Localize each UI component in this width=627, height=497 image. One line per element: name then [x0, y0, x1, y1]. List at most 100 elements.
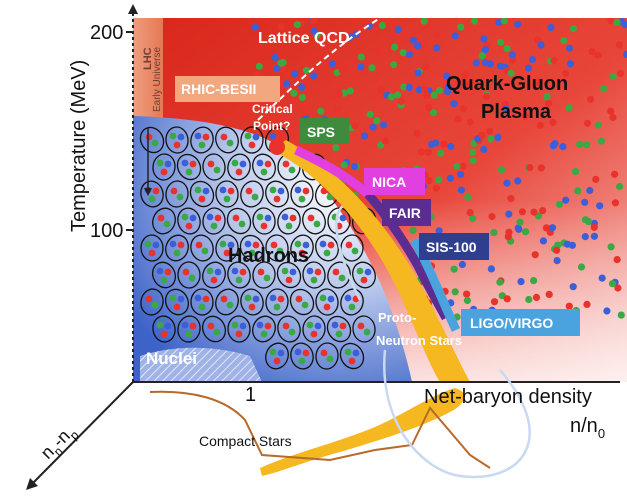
hadron — [152, 315, 176, 343]
hadron — [177, 261, 201, 289]
hadron — [290, 234, 314, 262]
quark-dot — [373, 117, 381, 125]
quark-dot — [590, 232, 599, 240]
quark-dot — [459, 105, 467, 113]
quark-dot — [548, 224, 557, 232]
hadrons-label: Hadrons — [228, 245, 309, 267]
qgp-label-1: Quark-Gluon — [446, 73, 568, 95]
quark-dot — [553, 246, 561, 254]
quark-dot — [539, 237, 548, 245]
quark-dot — [586, 186, 594, 195]
quark-dot — [597, 137, 606, 145]
hadron — [352, 261, 376, 289]
quark-dot — [537, 41, 545, 49]
quark-dot — [524, 64, 533, 72]
quark-dot — [409, 36, 417, 44]
hadron — [151, 261, 177, 289]
quark-dot — [357, 63, 365, 71]
quark-dot — [534, 36, 542, 44]
quark-dot — [496, 62, 504, 70]
quark-dot — [469, 214, 477, 222]
quark-dot — [581, 233, 589, 241]
quark-dot — [478, 52, 486, 60]
quark-dot — [435, 227, 443, 235]
quark-dot — [414, 42, 422, 50]
quark-dot — [463, 290, 471, 298]
quark-dot — [614, 284, 622, 292]
z-axis-label: nn-np — [37, 421, 82, 466]
hadron — [352, 315, 376, 343]
ligo-box: LIGO/VIRGO — [461, 309, 580, 336]
quark-dot — [563, 240, 572, 248]
quark-dot — [526, 164, 534, 172]
quark-dot — [503, 295, 511, 303]
quark-dot — [420, 18, 428, 25]
x-axis-unit: n/n0 — [570, 415, 605, 441]
quark-dot — [466, 208, 474, 217]
ligo-outline — [382, 349, 531, 479]
quark-dot — [581, 198, 589, 206]
hadron — [326, 315, 352, 343]
quark-dot — [616, 69, 625, 77]
quark-dot — [328, 60, 336, 68]
quark-dot — [414, 69, 422, 77]
quark-dot — [400, 83, 408, 91]
hadron — [252, 315, 276, 343]
quark-dot — [423, 91, 431, 99]
sis-band — [410, 237, 461, 332]
quark-dot — [283, 80, 291, 88]
quark-dot — [432, 184, 440, 192]
hadron — [202, 261, 226, 289]
nica-box: NICA — [364, 168, 425, 195]
quark-dot — [592, 175, 600, 183]
quark-dot — [517, 278, 525, 286]
proto-label-1: Proto- — [378, 310, 416, 325]
quark-dot — [378, 21, 386, 30]
quark-dot — [549, 118, 557, 126]
hadron — [327, 261, 351, 289]
hadron — [227, 153, 251, 181]
hadron — [215, 288, 239, 316]
quark-dot — [302, 66, 310, 74]
quark-dot — [332, 144, 340, 152]
hadron — [239, 234, 265, 262]
quark-dot — [277, 22, 285, 30]
quark-dot — [565, 104, 573, 112]
quark-dot — [603, 307, 611, 315]
hadron — [140, 288, 164, 316]
quark-dot — [277, 59, 285, 67]
hadron — [277, 207, 301, 235]
qgp-label-2: Plasma — [481, 101, 552, 123]
quark-dot — [375, 47, 383, 56]
quark-dot — [518, 208, 527, 216]
quark-dot — [587, 95, 595, 103]
quark-dot — [490, 229, 498, 237]
quark-dot — [278, 65, 286, 73]
quark-dot — [425, 104, 433, 112]
hadron — [152, 153, 176, 181]
quark-dot — [351, 162, 359, 171]
quark-dot — [457, 171, 465, 179]
hadron — [265, 342, 289, 370]
quark-dot — [472, 59, 480, 67]
quark-dot — [611, 199, 620, 207]
quark-dot — [464, 193, 472, 201]
quark-dot — [399, 49, 407, 57]
quark-dot — [417, 148, 425, 156]
quark-dot — [341, 61, 349, 69]
quark-dot — [531, 251, 539, 259]
hadron — [240, 288, 264, 316]
quark-dot — [435, 86, 443, 95]
quark-dot — [277, 36, 286, 45]
hadron — [315, 342, 339, 370]
quark-dot — [451, 288, 459, 296]
quark-dot — [372, 24, 380, 32]
critical-label-2: Point? — [253, 119, 290, 133]
hadron — [290, 180, 314, 208]
quark-dot — [514, 177, 522, 185]
quark-dot — [481, 59, 489, 67]
quark-dot — [561, 69, 570, 78]
hadron — [165, 180, 189, 208]
quark-dot — [357, 53, 365, 61]
quark-dot — [432, 139, 440, 147]
